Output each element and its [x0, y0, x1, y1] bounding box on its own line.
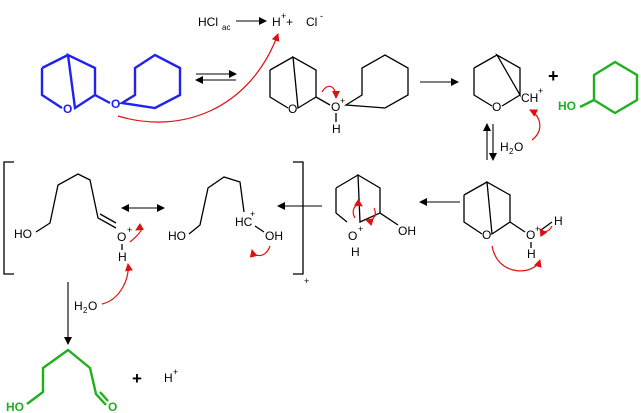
reactant-link-1	[94, 93, 111, 105]
curly-arrow-ring-2	[365, 207, 376, 227]
open-chain-backbone	[188, 176, 245, 235]
hemiacetal-ring-o: O	[348, 229, 357, 243]
hemiacetal-ring-h: H	[351, 245, 360, 259]
water2-h: H	[74, 299, 83, 313]
hemiacetal-oxonium-charge: +	[535, 224, 540, 234]
open-chain-cation: HO HC + OH	[168, 176, 283, 258]
final-h: H	[164, 371, 173, 385]
carbocation-ch: CH	[521, 91, 538, 105]
oxocarbenium: HO O + H	[14, 173, 132, 264]
product-chain	[26, 348, 107, 406]
bond-c-o	[315, 96, 331, 106]
reactant-ring-o: O	[63, 102, 72, 116]
acid-equation: HCl ac H + + Cl -	[198, 11, 323, 32]
product-carbonyl-bond	[99, 391, 109, 402]
open-chain-c-o	[254, 225, 265, 233]
hemiacetal-oxonium-o: O	[526, 228, 535, 242]
hemiacetal-oxonium-ring-o: O	[482, 228, 491, 242]
open-chain-ho: HO	[168, 229, 186, 243]
carbocation: O CH +	[473, 53, 543, 114]
eq-cl: Cl	[306, 15, 317, 29]
open-chain-charge: +	[250, 209, 255, 219]
hemiacetal-oxonium-h1: H	[554, 214, 563, 228]
oxonium-ring-o: O	[288, 102, 297, 116]
final-h-charge: +	[173, 367, 178, 377]
oxocarbenium-h: H	[118, 250, 127, 264]
curly-arrow-deprotonation	[491, 245, 542, 272]
curly-arrow-cleavage	[321, 85, 340, 99]
hydroxy-aldehyde-product: HO O	[6, 348, 117, 413]
carbocation-ring	[473, 53, 521, 107]
water-attack-2: H 2 O	[74, 263, 133, 315]
curly-arrow-protonation	[117, 33, 280, 123]
reactant-thp-ring	[40, 52, 97, 111]
oxocarbenium-o: O	[117, 230, 126, 244]
eq-h: H	[272, 15, 281, 29]
hemiacetal-oh: OH	[398, 224, 416, 238]
cyclohexanol-ho: HO	[558, 99, 576, 113]
plus-sign-2: +	[132, 369, 142, 388]
eq-cl-charge: -	[320, 11, 323, 21]
carbocation-ring-o: O	[492, 100, 501, 114]
bracket-charge: +	[304, 276, 309, 286]
open-chain-hc: HC	[235, 215, 253, 229]
curly-arrow-water-1	[529, 109, 541, 141]
oxonium-o: O	[331, 100, 340, 114]
oxocarbenium-charge: +	[127, 225, 132, 235]
bond-c-oh	[379, 212, 399, 226]
curly-arrow-oh	[539, 225, 553, 238]
water1-o: O	[514, 140, 523, 154]
eq-sub: ac	[222, 23, 230, 32]
oxonium-h: H	[332, 122, 341, 136]
hemiacetal-oxonium-ring	[463, 180, 511, 236]
plus-sign: +	[548, 66, 559, 86]
right-bracket	[293, 161, 304, 275]
curly-arrow-resonance	[249, 245, 271, 258]
carbocation-charge: +	[538, 86, 543, 96]
water1-h: H	[500, 140, 509, 154]
equilibrium-2	[483, 123, 497, 161]
cyclohexanol-oh-bond	[579, 98, 595, 109]
equilibrium-1	[195, 70, 237, 84]
curly-arrow-ring-1	[352, 198, 363, 219]
oxocarbenium-double-bond	[99, 213, 117, 224]
product-o: O	[108, 400, 117, 413]
reactant-molecule: O O	[40, 52, 182, 116]
water-attack-1: H 2 O	[500, 109, 541, 156]
product-ho: HO	[6, 400, 24, 413]
oxocarbenium-chain	[35, 173, 117, 233]
hemiacetal-oxonium: O O + H H	[463, 180, 563, 272]
eq-between: +	[286, 15, 293, 29]
reactant-ether-o: O	[111, 97, 120, 111]
reactant-cyclohexyl-ring	[118, 53, 182, 110]
hemiacetal-ring	[335, 173, 381, 223]
hemiacetal: O + H OH	[335, 173, 416, 259]
left-bracket	[3, 161, 14, 275]
hemiacetal-oxonium-h2: H	[527, 247, 536, 261]
cyclohexanol-ring	[592, 60, 639, 115]
open-chain-oh: OH	[265, 229, 283, 243]
curly-arrow-water-2	[101, 263, 133, 305]
bond-c-o2	[509, 221, 526, 233]
eq-hcl: HCl	[198, 15, 218, 29]
oxonium-charge: +	[340, 96, 345, 106]
curly-arrow-oxocarbenium	[129, 222, 145, 243]
oxocarbenium-ho: HO	[14, 227, 32, 241]
eq-h-charge: +	[281, 11, 286, 21]
water2-o: O	[88, 299, 97, 313]
cyclohexanol-product: HO	[558, 60, 639, 115]
oxonium-thp-ring	[269, 55, 317, 110]
hemiacetal-ring-charge: +	[358, 224, 363, 234]
oxonium-cyclohexyl-ring	[343, 54, 409, 109]
water2-2: 2	[83, 306, 88, 315]
water1-2: 2	[509, 147, 514, 156]
oxonium-intermediate: O O + H	[269, 54, 409, 136]
